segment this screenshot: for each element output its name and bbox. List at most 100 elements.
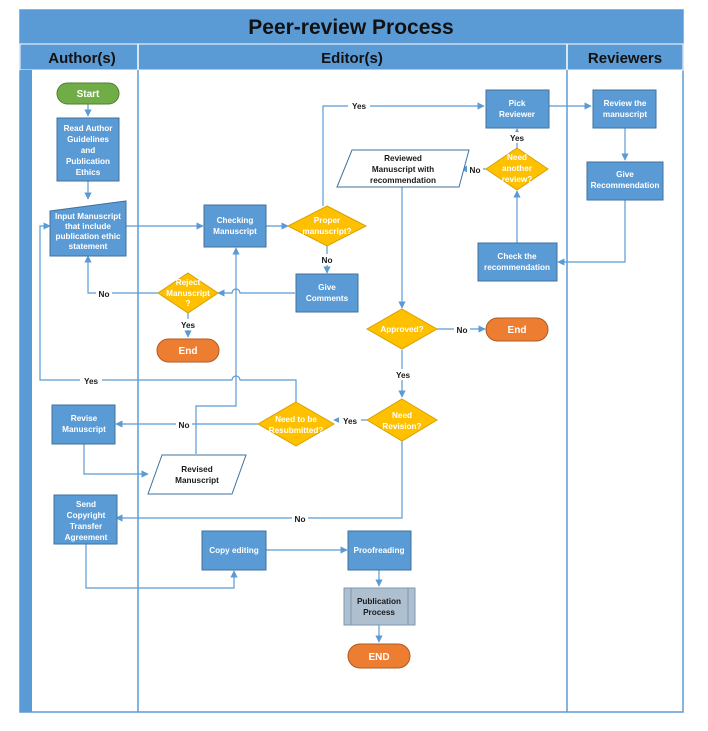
need-resubmit-line-1: Need to be — [275, 415, 317, 424]
edge-labels: Yes No No Yes No Yes No Yes Yes No No Ye… — [80, 100, 528, 524]
send-copyright-line-1: Send — [76, 500, 96, 509]
need-revision-line-1: Need — [392, 411, 412, 420]
check-recommendation-process: Check the recommendation — [477, 242, 558, 282]
checking-manuscript-process: Checking Manuscript — [203, 204, 267, 248]
edge-revision-no — [115, 441, 403, 522]
label-bg — [80, 375, 102, 386]
need-another-line-2: another — [502, 164, 533, 173]
approved-label: Approved? — [380, 325, 423, 334]
review-manuscript-process: Review the manuscript — [592, 89, 657, 129]
end-final-label: END — [368, 652, 389, 663]
label-bg — [506, 132, 528, 143]
end-reject-terminator: End — [156, 338, 220, 363]
end-final-shape — [347, 643, 411, 669]
edge-revise-revised — [83, 444, 149, 478]
review-manuscript-line-1: Review the — [604, 99, 647, 108]
revised-manuscript-line-2: Manuscript — [175, 476, 219, 485]
reject-line-1: Reject — [176, 278, 201, 287]
label-bg — [454, 324, 470, 335]
edge-resubmit-yes — [39, 222, 297, 402]
end-reject-label: End — [179, 346, 198, 357]
pick-reviewer-shape — [485, 89, 550, 129]
copy-editing-process: Copy editing — [201, 530, 267, 571]
lane-header-bar — [19, 43, 684, 71]
checking-line-2: Manuscript — [213, 227, 257, 236]
label-bg — [319, 254, 335, 265]
need-revision-shape — [366, 398, 438, 442]
start-label: Start — [77, 89, 100, 100]
label-approved-yes: Yes — [396, 371, 411, 380]
publication-shape — [343, 587, 416, 626]
reviewed-manuscript-shape — [336, 149, 470, 188]
check-recommendation-line-1: Check the — [497, 252, 537, 261]
proofreading-shape — [347, 530, 412, 571]
need-resubmit-line-2: Resubmitted? — [269, 426, 324, 435]
need-revision-decision: Need Revision? — [366, 398, 438, 442]
edge-revised-checking — [195, 247, 240, 454]
proper-shape — [286, 205, 368, 247]
label-revision-yes: Yes — [343, 417, 358, 426]
send-copyright-line-4: Agreement — [65, 533, 108, 542]
edge-send-copy — [85, 544, 238, 589]
label-reject-yes: Yes — [181, 321, 196, 330]
edge-give-check — [557, 200, 626, 266]
need-revision-line-2: Revision? — [382, 422, 421, 431]
proper-line-2: manuscript? — [302, 227, 351, 236]
review-manuscript-shape — [592, 89, 657, 129]
input-manuscript-line-2: that include — [65, 222, 111, 231]
give-recommendation-shape — [586, 161, 664, 201]
publication-process: Publication Process — [343, 587, 416, 626]
publication-line-2: Process — [363, 608, 395, 617]
check-recommendation-shape — [477, 242, 558, 282]
reviewed-manuscript-line-3: recommendation — [370, 176, 436, 185]
end-approved-shape — [485, 317, 549, 342]
end-reject-shape — [156, 338, 220, 363]
label-another-no: No — [470, 166, 481, 175]
need-another-shape — [485, 147, 549, 191]
send-copyright-line-2: Copyright — [67, 511, 106, 520]
edge-proper-yes — [322, 102, 485, 206]
proper-line-1: Proper — [314, 216, 341, 225]
connectors — [39, 102, 629, 643]
pick-reviewer-process: Pick Reviewer — [485, 89, 550, 129]
label-bg — [177, 319, 199, 330]
lane-title-reviewers: Reviewers — [588, 50, 662, 67]
label-bg — [339, 415, 361, 426]
input-manuscript-line-4: statement — [69, 242, 108, 251]
label-bg — [96, 288, 112, 299]
approved-decision: Approved? — [365, 308, 439, 350]
read-guidelines-line-2: Guidelines — [67, 135, 109, 144]
give-recommendation-process: Give Recommendation — [586, 161, 664, 201]
revised-manuscript-line-1: Revised — [181, 465, 212, 474]
input-manuscript-process: Input Manuscript that include publicatio… — [49, 200, 127, 257]
send-copyright-process: Send Copyright Transfer Agreement — [53, 494, 118, 545]
send-copyright-line-3: Transfer — [70, 522, 103, 531]
reviewed-manuscript-data: Reviewed Manuscript with recommendation — [336, 149, 470, 188]
lane-title-editor: Editor(s) — [321, 50, 383, 67]
pick-reviewer-line-2: Reviewer — [499, 110, 536, 119]
read-guidelines-process: Read Author Guidelines and Publication E… — [56, 117, 120, 182]
input-manuscript-shape — [49, 200, 127, 257]
input-manuscript-line-3: publication ethic — [55, 232, 120, 241]
read-guidelines-line-4: Publication — [66, 157, 110, 166]
title-bar — [20, 10, 683, 44]
start-shape — [56, 82, 120, 105]
revise-manuscript-process: Revise Manuscript — [51, 404, 116, 445]
label-reject-no: No — [99, 290, 110, 299]
check-recommendation-line-2: recommendation — [484, 263, 550, 272]
send-copyright-shape — [53, 494, 118, 545]
pick-reviewer-line-1: Pick — [509, 99, 526, 108]
need-another-line-3: review? — [502, 175, 533, 184]
end-approved-terminator: End — [485, 317, 549, 342]
start-terminator: Start — [56, 82, 120, 105]
label-another-yes: Yes — [510, 134, 525, 143]
label-proper-yes: Yes — [352, 102, 367, 111]
input-manuscript-line-1: Input Manuscript — [55, 212, 121, 221]
label-proper-no: No — [322, 256, 333, 265]
diagram-title: Peer-review Process — [248, 16, 453, 39]
need-resubmit-decision: Need to be Resubmitted? — [257, 401, 335, 447]
proofreading-label: Proofreading — [354, 546, 405, 555]
label-resubmit-no: No — [179, 421, 190, 430]
